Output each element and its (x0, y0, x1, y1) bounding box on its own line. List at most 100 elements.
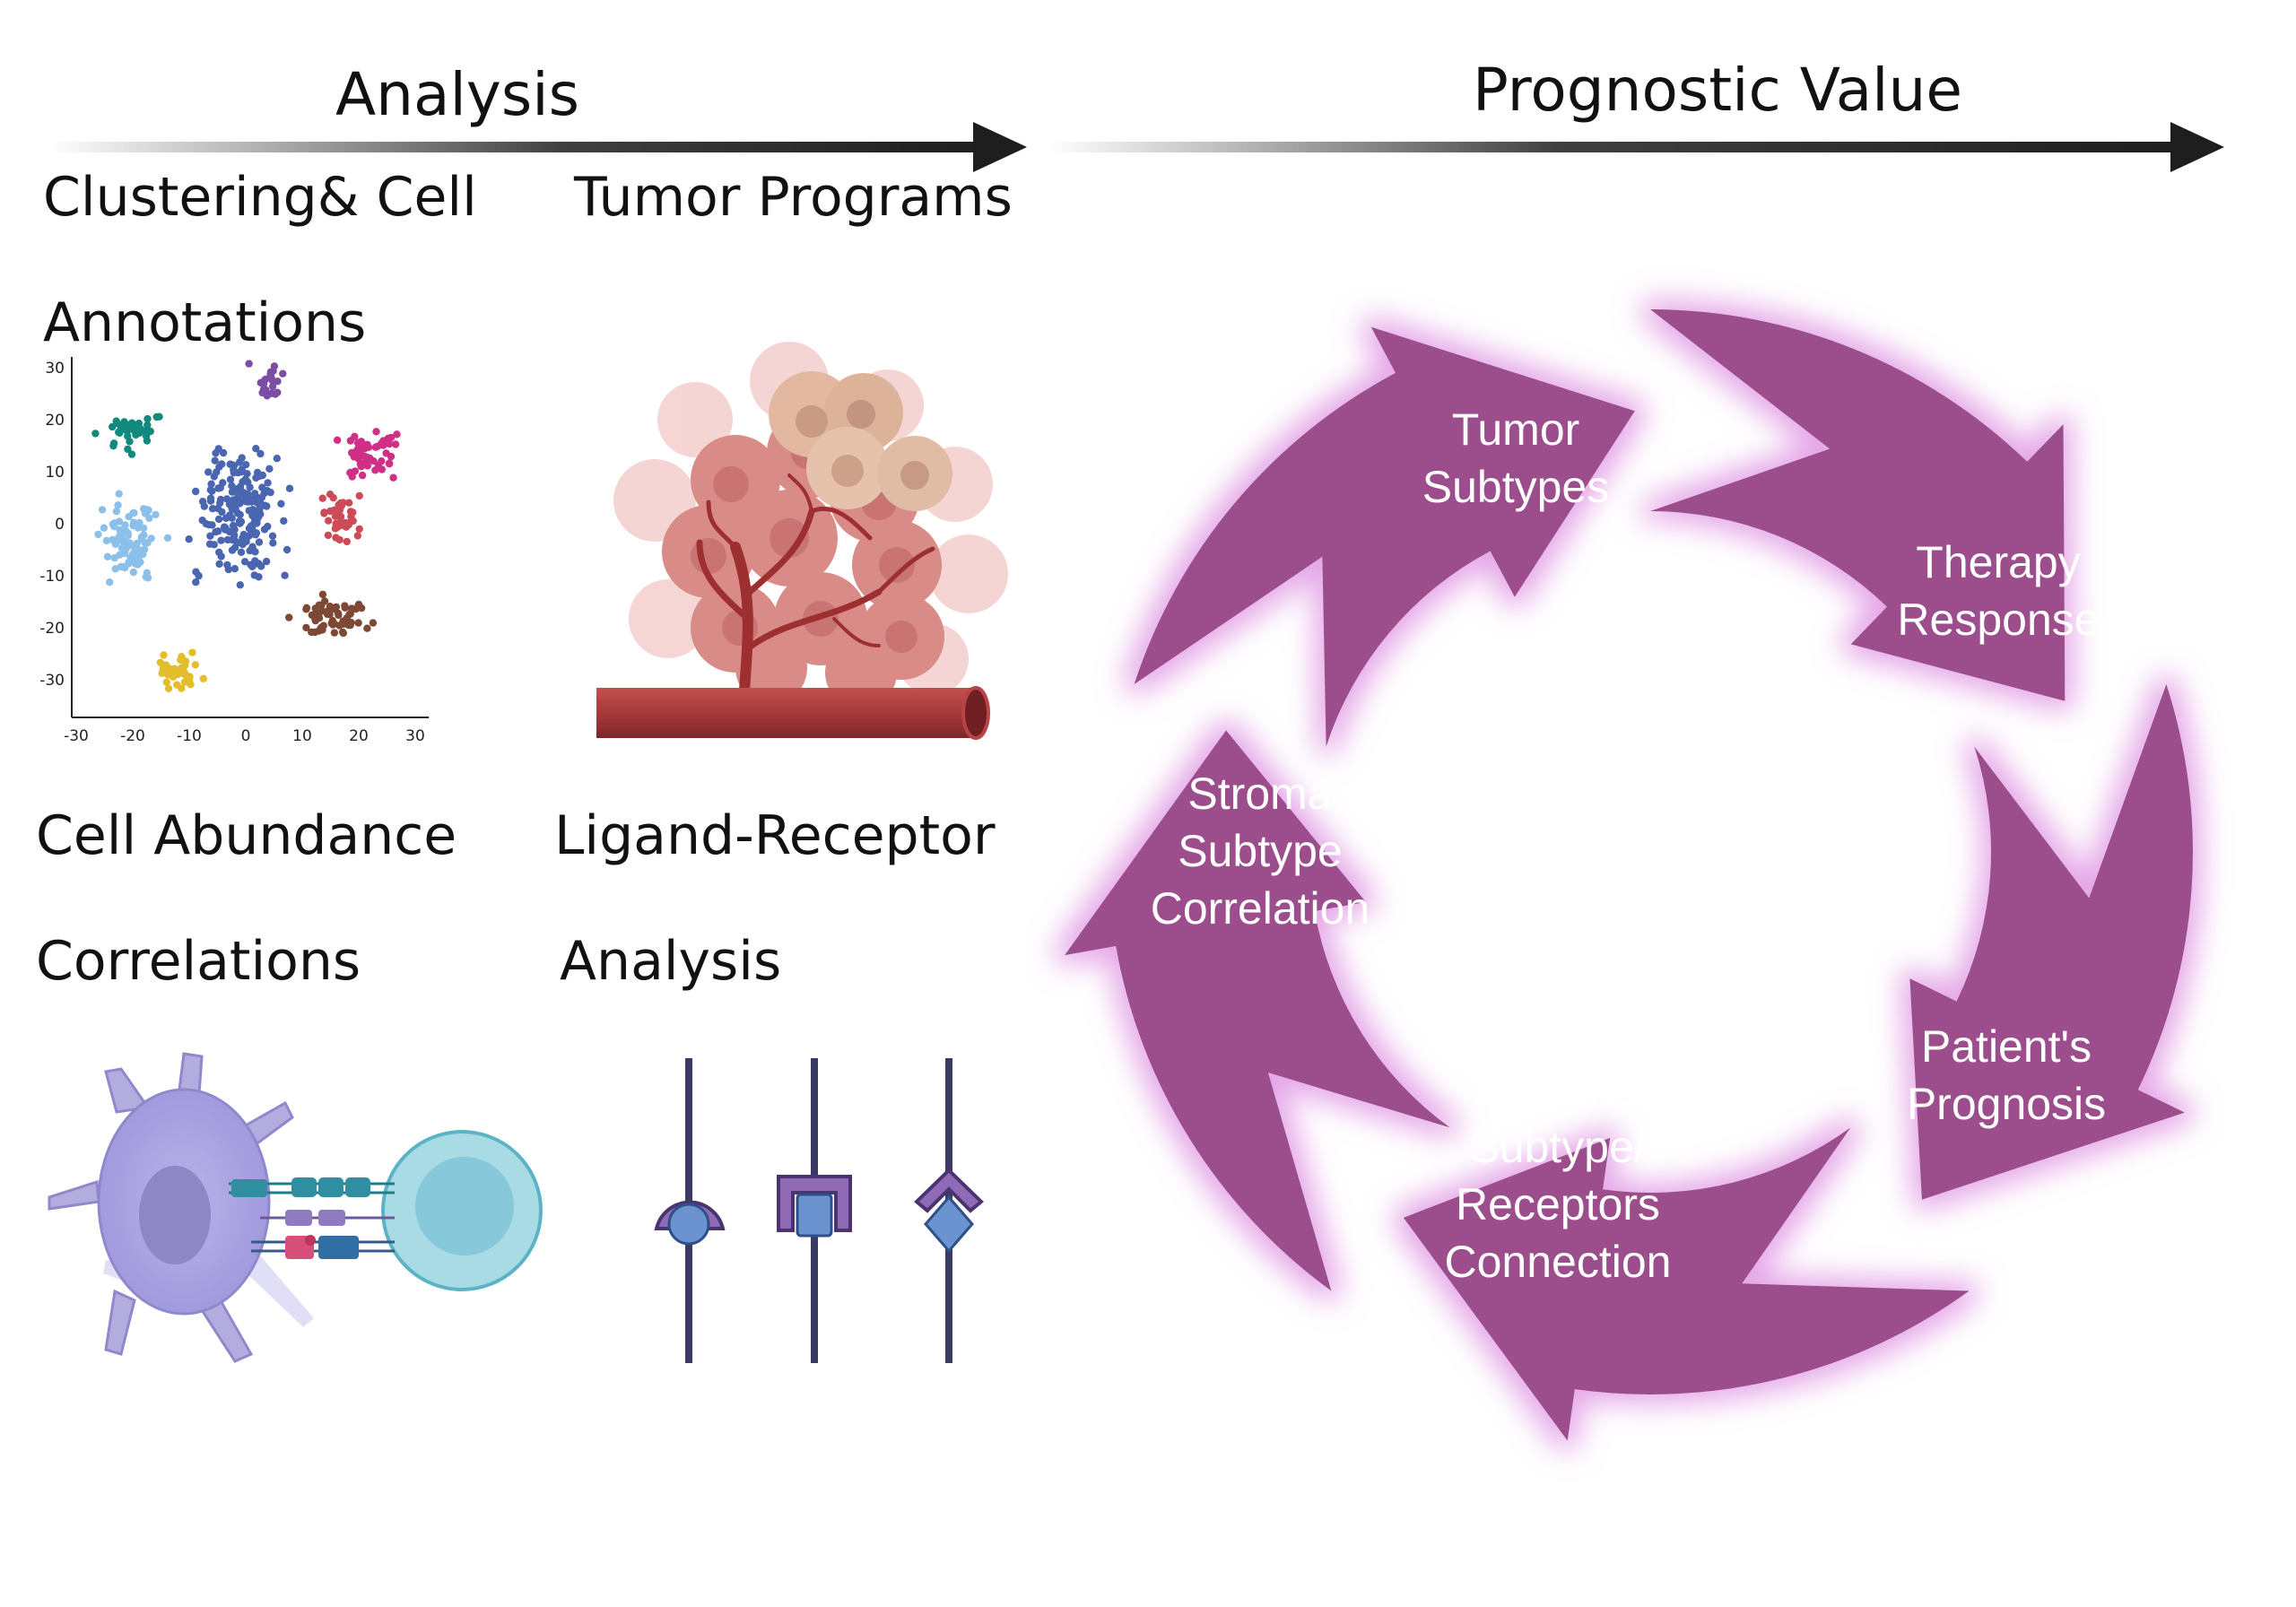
tsne-point (277, 499, 285, 508)
tsne-point (389, 473, 397, 482)
tumor-programs-label: Tumor Programs (573, 166, 1013, 229)
cycle-step-line: Response (1897, 595, 2099, 645)
tsne-point (140, 531, 148, 539)
tsne-point (121, 563, 129, 572)
tsne-point (214, 515, 223, 524)
tsne-point (159, 665, 167, 673)
cycle-arrow (1909, 684, 2193, 1200)
tsne-point (257, 562, 265, 570)
tsne-point (281, 571, 289, 579)
tsne-point (317, 623, 326, 632)
tsne-point (235, 497, 244, 506)
tsne-point (330, 506, 339, 514)
tsne-point (254, 496, 262, 504)
tsne-point (198, 498, 207, 506)
tsne-point (378, 457, 386, 465)
tsne-point (145, 514, 153, 522)
receptor-square (777, 1058, 852, 1363)
tsne-point (257, 449, 265, 458)
tsne-point (216, 483, 224, 492)
tsne-x-tick: 0 (241, 727, 251, 745)
tsne-point (363, 624, 371, 632)
tsne-point (116, 551, 124, 559)
tsne-point (330, 629, 339, 637)
tsne-cluster (185, 445, 294, 589)
tsne-point (115, 428, 123, 437)
tsne-cluster (285, 590, 378, 638)
tsne-point (262, 557, 271, 566)
tsne-point (265, 465, 274, 473)
tsne-x-tick: -20 (120, 727, 145, 745)
tsne-point (156, 658, 164, 666)
tsne-x-tick: 30 (405, 727, 425, 745)
tsne-point (109, 535, 117, 544)
tsne-point (343, 537, 351, 546)
receptor-round (654, 1058, 726, 1363)
tsne-point (110, 519, 118, 527)
tsne-point (94, 530, 102, 539)
receptor-pairs (229, 1177, 395, 1259)
tsne-point (198, 517, 206, 525)
tsne-point (320, 597, 329, 605)
tsne-point (152, 413, 161, 421)
tsne-point (320, 509, 328, 517)
clustering-label-line: Annotations (43, 291, 366, 354)
tsne-point (188, 648, 196, 656)
tsne-point (121, 521, 129, 529)
tsne-point (273, 455, 281, 463)
tsne-point (106, 578, 114, 586)
tsne-point (280, 517, 288, 526)
tsne-point (214, 445, 222, 453)
tsne-point (283, 545, 291, 554)
tsne-point (177, 656, 185, 665)
tsne-point (261, 375, 270, 384)
tsne-point (139, 524, 148, 533)
cycle-step-line: Immune (1477, 1064, 1639, 1115)
analysis-arrow (49, 122, 1027, 172)
tsne-point (152, 510, 160, 519)
tsne-point (393, 430, 401, 439)
tsne-point (269, 539, 277, 547)
tsne-point (253, 468, 262, 477)
tsne-point (268, 382, 277, 391)
tsne-point (112, 508, 121, 516)
tsne-point (129, 557, 138, 565)
tsne-point (144, 421, 152, 430)
tsne-cluster (91, 413, 163, 458)
tsne-point (324, 531, 333, 540)
tsne-point (326, 491, 335, 499)
receptor-diamond (914, 1058, 984, 1363)
tsne-point (358, 471, 367, 480)
tsne-point (126, 438, 134, 446)
tsne-point (346, 508, 355, 516)
tsne-point (337, 502, 345, 510)
tsne-point (268, 532, 277, 540)
tsne-point (141, 545, 149, 553)
tsne-point (212, 527, 220, 536)
tsne-cluster (333, 428, 401, 482)
tsne-point (144, 414, 152, 423)
tsne-point (354, 602, 362, 610)
cycle-step-line: Prognosis (1907, 1079, 2106, 1129)
tsne-point (258, 483, 266, 491)
cell-interaction-illustration (48, 1052, 543, 1363)
tumor-vessel-branches (696, 473, 935, 696)
tsne-point (243, 470, 251, 478)
tsne-point (263, 392, 271, 400)
tsne-point (279, 369, 287, 378)
tsne-point (302, 605, 310, 613)
analysis-header: Analysis (335, 60, 579, 129)
tsne-point (143, 539, 151, 547)
tsne-point (163, 534, 172, 543)
tsne-point (206, 495, 215, 503)
tsne-cluster (245, 360, 287, 400)
tsne-point (391, 440, 400, 448)
tsne-point (354, 619, 362, 627)
tsne-point (134, 524, 143, 532)
tsne-point (318, 494, 326, 502)
tsne-point (115, 490, 123, 498)
tsne-point (355, 525, 363, 534)
tsne-point (369, 619, 378, 627)
